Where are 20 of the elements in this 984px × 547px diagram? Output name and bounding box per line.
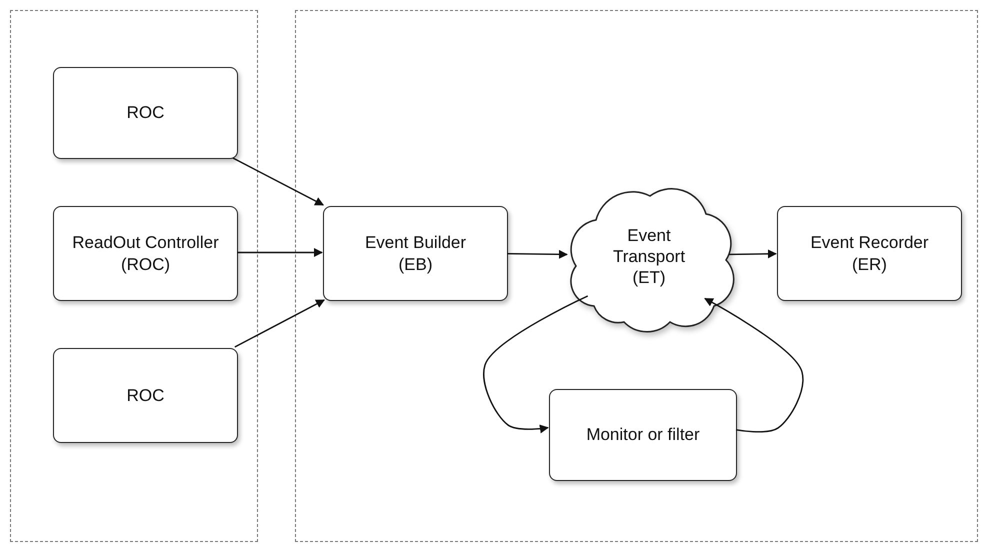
node-label: Event Builder (EB) <box>364 232 468 275</box>
arrow <box>507 250 568 259</box>
arrow <box>234 299 325 348</box>
dashed-group-box <box>295 10 978 542</box>
node-label: ReadOut Controller (ROC) <box>71 232 220 275</box>
arrow <box>237 248 323 257</box>
arrow <box>704 298 804 433</box>
node-label: ROC <box>126 384 164 406</box>
process-box <box>323 206 508 301</box>
process-box <box>53 67 238 159</box>
dashed-group-box <box>10 10 258 542</box>
process-box <box>777 206 962 301</box>
process-box <box>53 206 238 301</box>
process-box <box>53 348 238 443</box>
node-label: Monitor or filter <box>586 424 700 446</box>
process-box <box>549 389 737 481</box>
arrow <box>232 157 324 206</box>
node-label: ROC <box>126 102 164 124</box>
arrow <box>483 295 588 434</box>
node-label: Event Recorder (ER) <box>809 232 930 275</box>
